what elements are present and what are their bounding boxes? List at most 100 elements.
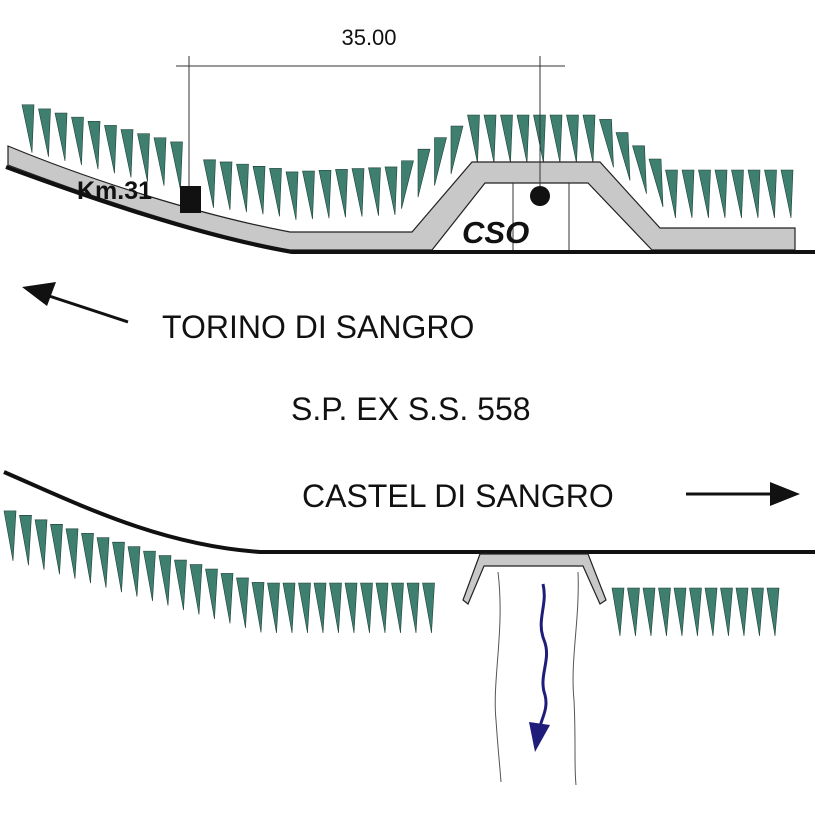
grass-spike (375, 582, 389, 634)
river-bank-right (572, 571, 579, 786)
grass-vegetation-bottom (3, 510, 780, 637)
grass-spike (3, 510, 17, 561)
grass-spike (642, 587, 656, 637)
grass-spike (302, 170, 315, 220)
grass-spike (599, 119, 614, 168)
grass-spike (516, 114, 530, 164)
grass-spike (313, 582, 327, 634)
grass-spike (205, 568, 218, 620)
grass-spike (219, 161, 233, 211)
river-flow-arrow-icon (529, 583, 550, 752)
bridge-structure (462, 553, 607, 605)
grass-spike (87, 120, 101, 170)
grass-spike (335, 169, 348, 218)
arrow-left-icon (22, 282, 129, 324)
grass-spike (401, 160, 414, 209)
grass-spike (720, 587, 733, 637)
grass-spike (104, 125, 117, 174)
direction-left-label: TORINO DI SANGRO (162, 309, 474, 345)
grass-spike (174, 559, 187, 611)
grass-spike (19, 515, 32, 566)
grass-spike (450, 125, 464, 175)
grass-spike (285, 171, 299, 220)
dimension-label: 35.00 (341, 25, 396, 50)
arrow-right-icon (686, 482, 800, 506)
grass-spike (50, 523, 63, 575)
grass-spike (483, 114, 497, 164)
grass-spike (252, 165, 266, 215)
grass-spike (391, 582, 404, 634)
grass-spike (368, 167, 381, 216)
grass-spike (137, 133, 150, 182)
grass-spike (267, 582, 280, 634)
grass-spike (658, 587, 671, 637)
grass-spike (127, 546, 141, 597)
grass-spike (704, 587, 718, 637)
grass-spike (220, 573, 234, 624)
grass-spike (627, 587, 640, 637)
grass-spike (689, 587, 702, 637)
grass-spike (549, 114, 563, 164)
grass-spike (714, 169, 728, 219)
road-edge-line-bottom (3, 470, 815, 554)
grass-spike (344, 582, 358, 634)
grass-spike (673, 587, 687, 637)
grass-spike (735, 587, 749, 637)
grass-spike (269, 168, 282, 217)
grass-spike (112, 541, 125, 593)
grass-spike (236, 577, 249, 629)
grass-spike (780, 169, 794, 219)
grass-spike (360, 582, 373, 634)
road-edge-line-top (5, 165, 815, 254)
grass-spike (500, 114, 513, 164)
grass-spike (615, 132, 631, 181)
grass-spike (81, 532, 94, 584)
grass-spike (21, 104, 35, 153)
grass-spike (764, 169, 777, 219)
grass-spike (422, 582, 435, 634)
cso-point-dot (530, 186, 550, 206)
grass-spike (251, 582, 265, 633)
grass-spike (158, 555, 172, 606)
grass-spike (170, 141, 183, 190)
grass-spike (329, 582, 342, 634)
grass-spike (318, 169, 332, 219)
grass-spike (611, 587, 625, 637)
grass-spike (203, 159, 216, 208)
grass-spike (566, 114, 579, 164)
grass-spike (96, 537, 110, 588)
grass-spike (153, 137, 167, 186)
road-name-label: S.P. EX S.S. 558 (291, 391, 531, 427)
km-marker-label: Km.31 (77, 177, 152, 205)
grass-spike (298, 582, 311, 634)
grass-spike (681, 169, 695, 219)
grass-spike (417, 148, 431, 198)
grass-spike (143, 550, 156, 602)
km-marker-square (180, 186, 201, 213)
grass-spike (747, 169, 761, 219)
grass-spike (751, 587, 764, 637)
grass-spike (582, 114, 596, 164)
grass-spike (351, 168, 365, 217)
grass-spike (467, 114, 480, 164)
grass-spike (38, 108, 51, 157)
grass-spike (236, 163, 249, 213)
grass-spike (189, 564, 203, 615)
grass-spike (406, 582, 420, 634)
grass-spike (34, 519, 48, 570)
grass-spike (282, 582, 296, 634)
grass-vegetation-top (21, 104, 794, 220)
grass-spike (65, 528, 79, 579)
grass-spike (665, 169, 678, 219)
grass-spike (434, 137, 447, 186)
grass-spike (698, 169, 711, 219)
grass-spike (648, 158, 664, 208)
grass-spike (731, 169, 744, 219)
cso-label: CSO (462, 215, 529, 250)
grass-spike (71, 116, 84, 166)
grass-spike (54, 112, 68, 162)
grass-spike (120, 129, 134, 178)
grass-spike (632, 145, 647, 194)
grass-spike (384, 166, 398, 216)
